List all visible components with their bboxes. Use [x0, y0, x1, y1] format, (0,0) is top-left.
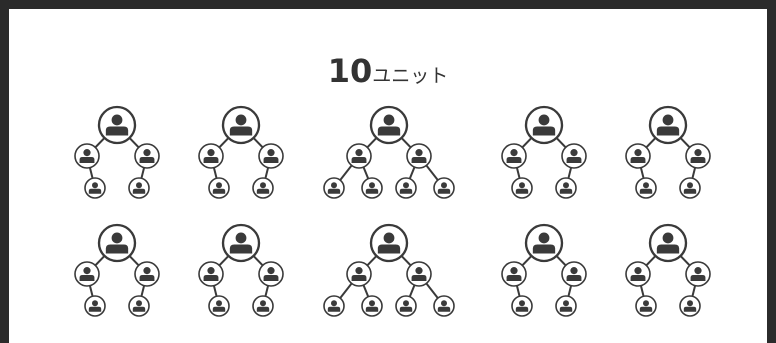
- person-icon: [532, 114, 556, 136]
- unit-3: [323, 105, 455, 199]
- unit-2: [198, 105, 284, 199]
- person-icon: [532, 232, 556, 254]
- unit-4: [501, 105, 587, 199]
- person-icon: [639, 182, 653, 194]
- person-icon: [690, 149, 706, 163]
- person-icon: [105, 232, 129, 254]
- person-icon: [365, 300, 379, 312]
- person-icon: [566, 149, 582, 163]
- person-icon: [411, 149, 427, 163]
- person-icon: [263, 149, 279, 163]
- person-icon: [506, 149, 522, 163]
- person-icon: [559, 182, 573, 194]
- person-icon: [229, 232, 253, 254]
- person-icon: [351, 149, 367, 163]
- person-icon: [399, 300, 413, 312]
- person-icon: [683, 300, 697, 312]
- person-icon: [256, 300, 270, 312]
- person-icon: [256, 182, 270, 194]
- person-icon: [229, 114, 253, 136]
- person-icon: [139, 267, 155, 281]
- person-icon: [377, 114, 401, 136]
- person-icon: [365, 182, 379, 194]
- person-icon: [327, 300, 341, 312]
- person-icon: [212, 300, 226, 312]
- person-icon: [639, 300, 653, 312]
- person-icon: [263, 267, 279, 281]
- person-icon: [656, 232, 680, 254]
- person-icon: [351, 267, 367, 281]
- unit-7: [198, 223, 284, 317]
- person-icon: [656, 114, 680, 136]
- person-icon: [411, 267, 427, 281]
- person-icon: [79, 149, 95, 163]
- unit-6: [74, 223, 160, 317]
- person-icon: [506, 267, 522, 281]
- person-icon: [515, 300, 529, 312]
- unit-8: [323, 223, 455, 317]
- person-icon: [203, 149, 219, 163]
- unit-10: [625, 223, 711, 317]
- person-icon: [132, 300, 146, 312]
- person-icon: [437, 182, 451, 194]
- unit-5: [625, 105, 711, 199]
- person-icon: [399, 182, 413, 194]
- page-title: 10ユニット: [0, 52, 776, 90]
- unit-9: [501, 223, 587, 317]
- person-icon: [630, 149, 646, 163]
- person-icon: [559, 300, 573, 312]
- person-icon: [515, 182, 529, 194]
- person-icon: [132, 182, 146, 194]
- person-icon: [327, 182, 341, 194]
- person-icon: [437, 300, 451, 312]
- unit-label: ユニット: [372, 65, 449, 87]
- person-icon: [377, 232, 401, 254]
- person-icon: [88, 300, 102, 312]
- person-icon: [212, 182, 226, 194]
- person-icon: [105, 114, 129, 136]
- person-icon: [690, 267, 706, 281]
- person-icon: [79, 267, 95, 281]
- person-icon: [683, 182, 697, 194]
- person-icon: [630, 267, 646, 281]
- person-icon: [203, 267, 219, 281]
- person-icon: [566, 267, 582, 281]
- unit-1: [74, 105, 160, 199]
- person-icon: [139, 149, 155, 163]
- unit-count: 10: [327, 52, 373, 90]
- person-icon: [88, 182, 102, 194]
